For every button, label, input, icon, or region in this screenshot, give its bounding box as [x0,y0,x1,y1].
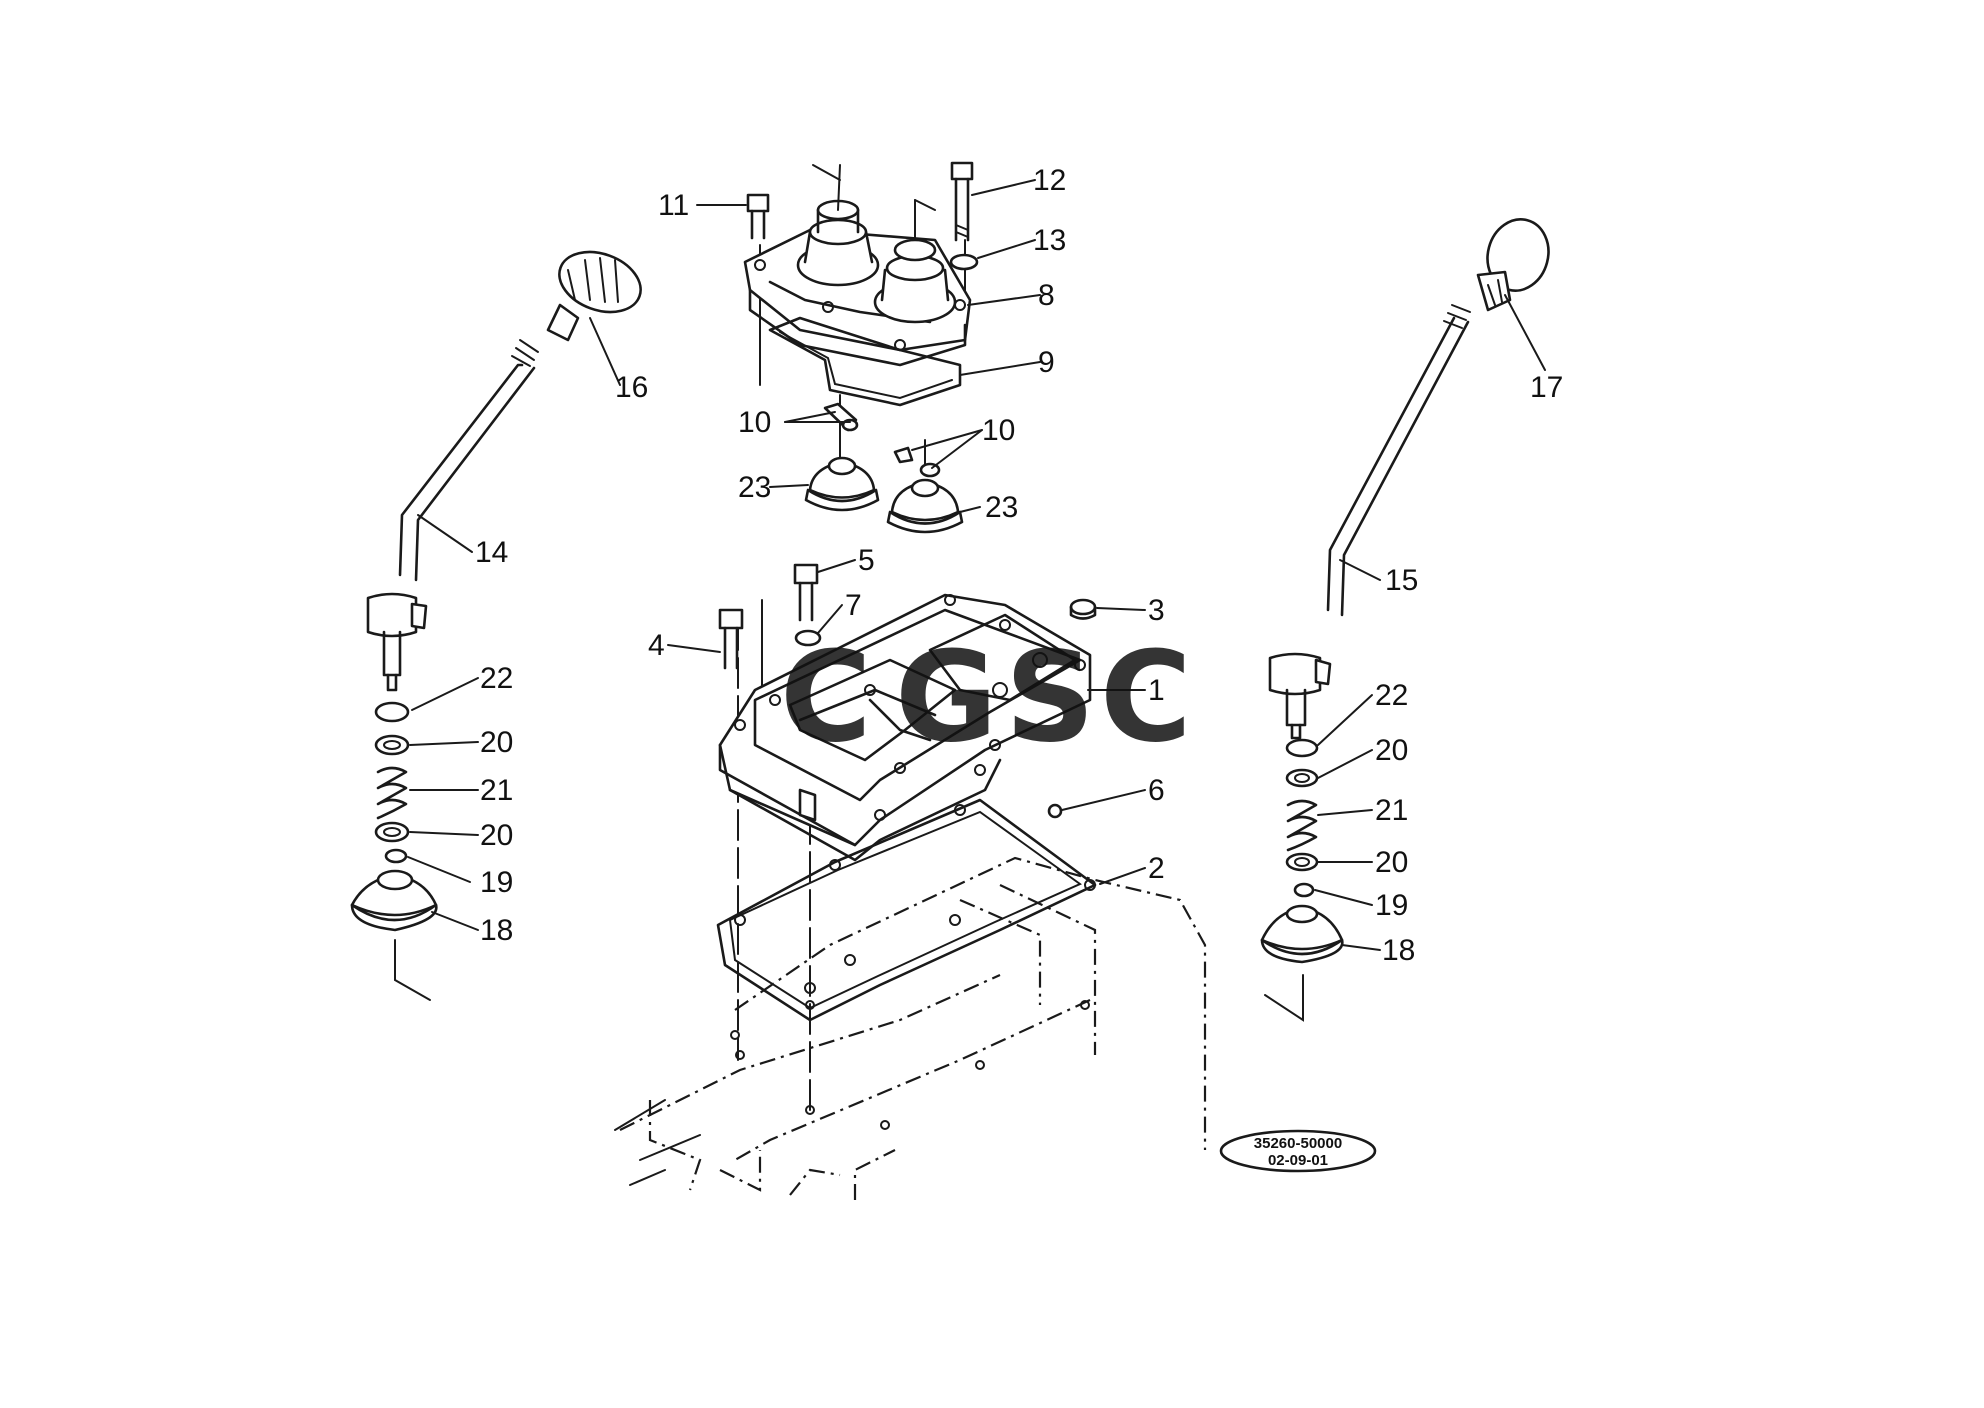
top-cover [743,164,972,367]
bolt-11 [746,193,770,240]
fitting-10-right [893,446,941,478]
callout-17: 17 [1530,371,1563,404]
callout-7: 7 [845,589,862,622]
callout-19-left: 19 [480,866,513,899]
callout-23-left: 23 [738,471,771,504]
callout-22-right: 22 [1375,679,1408,712]
watermark-letter-2: G [895,625,998,770]
callout-1: 1 [1148,674,1165,707]
cushion-23-left [804,456,880,512]
boot-18-right [1260,904,1344,1022]
washer-7 [794,629,822,647]
watermark-letter-4: C [1100,625,1192,770]
watermark-letter-1: C [780,625,872,770]
reference-stamp: 35260-50000 02-09-01 [1219,1129,1377,1173]
ring-19-right [1293,882,1315,898]
callout-4: 4 [648,629,665,662]
plug-6 [1047,803,1063,819]
callout-22-left: 22 [480,662,513,695]
knob-16 [546,250,642,342]
callout-21-right: 21 [1375,794,1408,827]
callout-11: 11 [658,189,689,222]
callout-13: 13 [1033,224,1066,257]
callout-15: 15 [1385,564,1418,597]
callout-20-left-top: 20 [480,726,513,759]
washer-22-left [374,701,410,723]
bolt-4 [718,608,744,670]
callout-16: 16 [615,371,648,404]
callout-3: 3 [1148,594,1165,627]
washer-20-right-bottom [1285,852,1319,872]
callout-2: 2 [1148,852,1165,885]
cushion-23-right [886,478,964,534]
gasket-2 [716,798,1097,1022]
washer-20-left-top [374,734,410,756]
leader-lines [407,179,1546,951]
reference-stamp-line2: 02-09-01 [1268,1152,1328,1169]
callout-18-right: 18 [1382,934,1415,967]
callout-21-left: 21 [480,774,513,807]
callout-6: 6 [1148,774,1165,807]
knob-17 [1476,218,1550,312]
watermark-letter-3: S [1005,625,1095,770]
callout-12: 12 [1033,164,1066,197]
callout-8: 8 [1038,279,1055,312]
plug-3 [1069,598,1097,620]
spring-21-left [376,766,408,820]
callout-18-left: 18 [480,914,513,947]
main-housing [718,593,1092,862]
callout-9: 9 [1038,346,1055,379]
callout-14: 14 [475,536,508,569]
washer-13 [949,253,979,271]
lever-15 [1268,304,1471,740]
bolt-12 [950,161,974,242]
chassis-outline [614,856,1207,1200]
spring-21-right [1286,799,1318,852]
watermark: C G S C [780,625,1192,770]
bolt-5 [793,563,819,622]
callout-20-right-bottom: 20 [1375,846,1408,879]
callout-20-right-top: 20 [1375,734,1408,767]
callout-20-left-bottom: 20 [480,819,513,852]
callout-19-right: 19 [1375,889,1408,922]
callout-10-right: 10 [982,414,1015,447]
callout-labels: 11 12 13 8 9 10 10 23 23 16 14 22 20 21 … [475,164,1563,967]
gasket-9 [768,316,962,407]
callout-23-right: 23 [985,491,1018,524]
ring-19-left [384,848,408,864]
callout-5: 5 [858,544,875,577]
reference-stamp-line1: 35260-50000 [1254,1135,1342,1152]
washer-20-left-bottom [374,821,410,843]
callout-10-left: 10 [738,406,771,439]
lever-14 [366,339,539,692]
washer-20-right-top [1285,768,1319,788]
washer-22-right [1285,738,1319,758]
boot-18-left [350,869,438,1001]
